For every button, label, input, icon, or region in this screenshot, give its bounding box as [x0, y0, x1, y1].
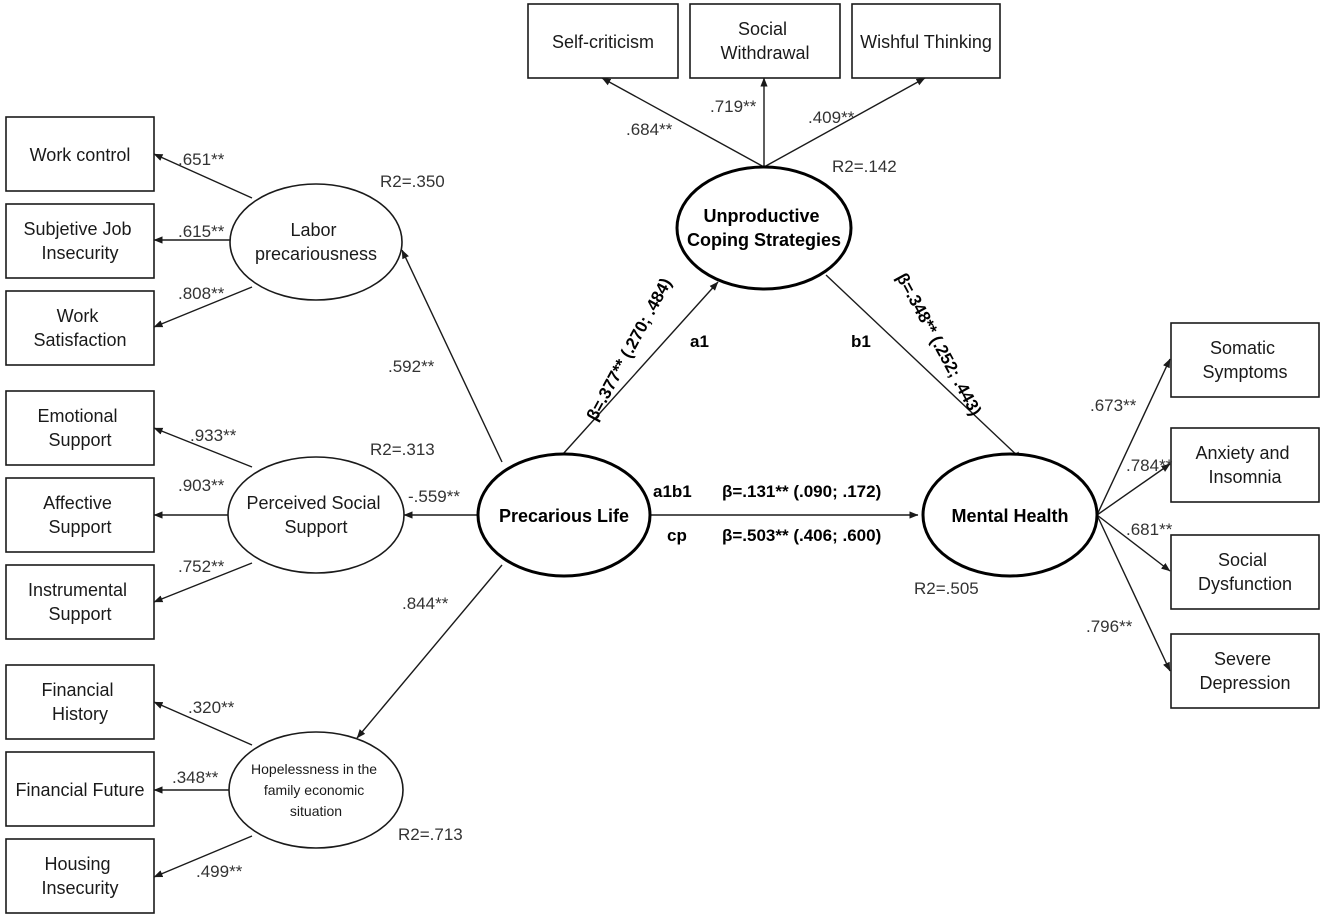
label-financial-future: Financial Future — [15, 780, 144, 800]
loading-financial-history: .320** — [188, 698, 235, 717]
loading-work-satisfaction: .808** — [178, 284, 225, 303]
edge-mh-dysfunction — [1096, 514, 1171, 572]
path-cp-value: β=.503** (.406; .600) — [722, 526, 881, 545]
label-perceived-social-support: Perceived Social Support — [246, 493, 385, 537]
coef-precarious-hopelessness: .844** — [402, 594, 449, 613]
latent-labor-precariousness: Labor precariousness — [229, 183, 403, 301]
edges — [153, 77, 1171, 878]
label-job-insecurity: Subjetive Job Insecurity — [23, 219, 136, 263]
loading-job-insecurity: .615** — [178, 222, 225, 241]
indicator-box-social-dysfunction: Social Dysfunction — [1170, 534, 1320, 610]
indicator-box-job-insecurity: Subjetive Job Insecurity — [5, 203, 155, 279]
loading-emotional-support: .933** — [190, 426, 237, 445]
indicator-box-somatic-symptoms: Somatic Symptoms — [1170, 322, 1320, 398]
loading-social-withdrawal: .719** — [710, 97, 757, 116]
label-severe-depression: Severe Depression — [1199, 649, 1290, 693]
indicator-box-self-criticism: Self-criticism — [527, 3, 679, 79]
label-work-satisfaction: Work Satisfaction — [33, 306, 126, 350]
loading-self-criticism: .684** — [626, 120, 673, 139]
path-b1-label: b1 — [851, 332, 871, 351]
r2-coping: R2=.142 — [832, 157, 897, 176]
path-b1-value: β=.348** (.252; .443) — [892, 270, 985, 419]
label-self-criticism: Self-criticism — [552, 32, 654, 52]
label-hopelessness: Hopelessness in the family economic situ… — [251, 761, 381, 819]
path-a1-value: β=.377** (.270; .484) — [583, 275, 676, 424]
latent-unproductive-coping: Unproductive Coping Strategies — [675, 165, 853, 291]
indicator-box-wishful-thinking: Wishful Thinking — [851, 3, 1001, 79]
indicator-box-emotional-support: Emotional Support — [5, 390, 155, 466]
edge-support-emotional — [153, 427, 253, 468]
r2-hopelessness: R2=.713 — [398, 825, 463, 844]
path-a1b1-value: β=.131** (.090; .172) — [722, 482, 881, 501]
edge-mh-depression — [1096, 514, 1171, 672]
label-anxiety-insomnia: Anxiety and Insomnia — [1195, 443, 1294, 487]
r2-labor: R2=.350 — [380, 172, 445, 191]
coef-precarious-support: -.559** — [408, 487, 460, 506]
loading-social-dysfunction: .681** — [1126, 520, 1173, 539]
edge-hope-history — [153, 701, 253, 746]
coef-precarious-labor: .592** — [388, 357, 435, 376]
indicator-box-instrumental-support: Instrumental Support — [5, 564, 155, 640]
loading-financial-future: .348** — [172, 768, 219, 787]
label-somatic-symptoms: Somatic Symptoms — [1202, 338, 1287, 382]
path-a1-label: a1 — [690, 332, 709, 351]
r2-labels: R2=.350 R2=.313 R2=.713 R2=.142 R2=.505 — [370, 157, 979, 844]
label-affective-support: Affective Support — [43, 493, 117, 537]
indicator-box-work-control: Work control — [5, 116, 155, 192]
edge-pl-coping-a1 — [562, 281, 719, 455]
loading-affective-support: .903** — [178, 476, 225, 495]
loading-work-control: .651** — [178, 150, 225, 169]
edge-support-instrumental — [153, 562, 253, 603]
edge-hope-housing — [153, 835, 253, 878]
label-emotional-support: Emotional Support — [37, 406, 122, 450]
edge-labor-work-satisfaction — [153, 286, 253, 328]
r2-mental-health: R2=.505 — [914, 579, 979, 598]
loading-instrumental-support: .752** — [178, 557, 225, 576]
latent-precarious-life: Precarious Life — [476, 452, 652, 578]
label-financial-history: Financial History — [41, 680, 118, 724]
label-instrumental-support: Instrumental Support — [28, 580, 132, 624]
latent-mental-health: Mental Health — [921, 452, 1099, 578]
edge-mh-somatic — [1096, 358, 1171, 516]
edge-coping-self-criticism — [601, 77, 765, 168]
label-housing-insecurity: Housing Insecurity — [41, 854, 118, 898]
structural-labels: .592** -.559** .844** — [388, 357, 460, 613]
indicator-box-social-withdrawal: Social Withdrawal — [689, 3, 841, 79]
loading-housing-insecurity: .499** — [196, 862, 243, 881]
indicator-box-work-satisfaction: Work Satisfaction — [5, 290, 155, 366]
label-social-withdrawal: Social Withdrawal — [720, 19, 809, 63]
indicator-box-financial-future: Financial Future — [5, 751, 155, 827]
loading-wishful-thinking: .409** — [808, 108, 855, 127]
indicator-box-financial-history: Financial History — [5, 664, 155, 740]
label-social-dysfunction: Social Dysfunction — [1198, 550, 1292, 594]
indicator-box-anxiety-insomnia: Anxiety and Insomnia — [1170, 427, 1320, 503]
latent-perceived-social-support: Perceived Social Support — [227, 456, 405, 574]
edge-pl-hope — [356, 564, 503, 739]
indicator-box-affective-support: Affective Support — [5, 477, 155, 553]
edge-pl-labor — [401, 249, 503, 463]
r2-social-support: R2=.313 — [370, 440, 435, 459]
edge-labor-work-control — [153, 153, 253, 199]
edge-coping-wishful — [763, 77, 926, 168]
latent-hopelessness: Hopelessness in the family economic situ… — [228, 731, 404, 849]
label-unproductive-coping: Unproductive Coping Strategies — [687, 206, 841, 250]
path-cp-label: cp — [667, 526, 687, 545]
indicator-box-housing-insecurity: Housing Insecurity — [5, 838, 155, 914]
label-wishful-thinking: Wishful Thinking — [860, 32, 992, 52]
label-work-control: Work control — [30, 145, 131, 165]
loading-somatic: .673** — [1090, 396, 1137, 415]
label-labor-precariousness: Labor precariousness — [255, 220, 377, 264]
label-precarious-life: Precarious Life — [499, 506, 629, 526]
edge-mh-anxiety — [1096, 463, 1171, 516]
loading-depression: .796** — [1086, 617, 1133, 636]
loading-anxiety: .784** — [1126, 456, 1173, 475]
indicator-box-severe-depression: Severe Depression — [1170, 633, 1320, 709]
edge-coping-mh-b1 — [825, 274, 1023, 461]
path-a1b1-label: a1b1 — [653, 482, 692, 501]
loading-labels: .651** .615** .808** .933** .903** .752*… — [172, 97, 1173, 881]
label-mental-health: Mental Health — [951, 506, 1068, 526]
